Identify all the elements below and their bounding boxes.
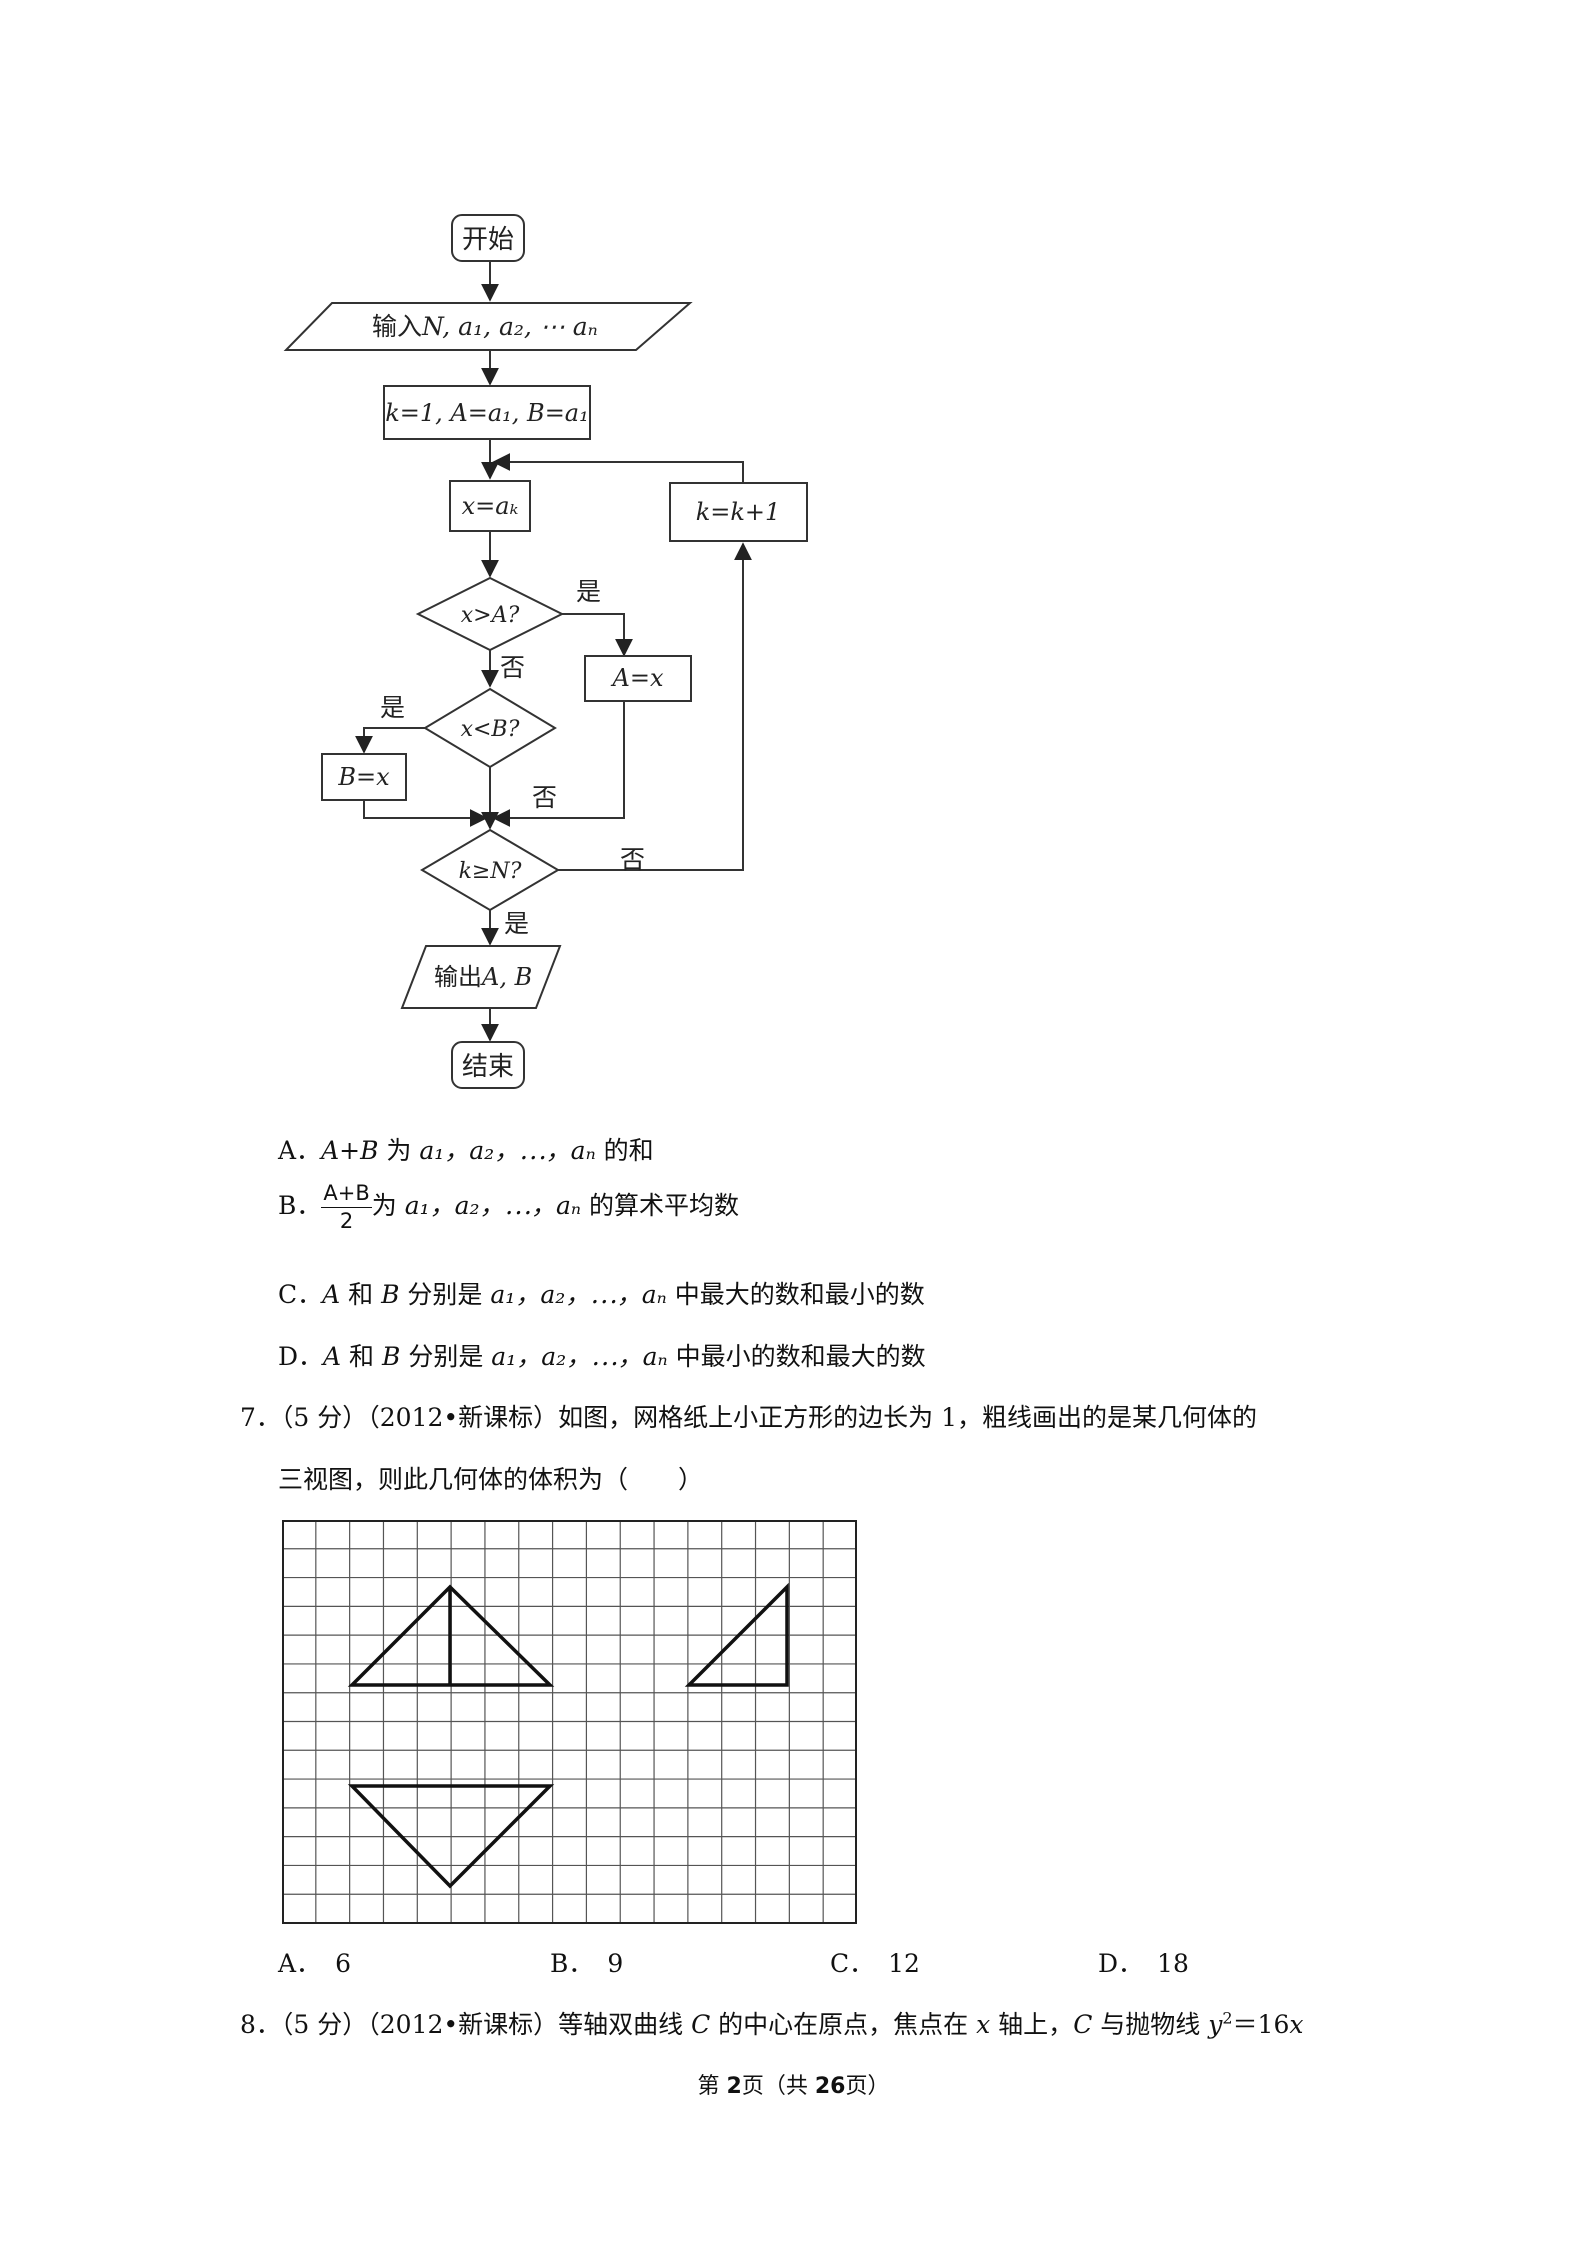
q6-option-a: A．A+B 为 a₁，a₂，⋯，aₙ 的和 <box>278 1136 654 1165</box>
side-view <box>684 1582 789 1687</box>
cond2-yes: 是 <box>380 693 405 722</box>
init-box <box>383 385 591 440</box>
assign-A-label: A=x <box>611 664 664 692</box>
end-label: 结束 <box>462 1052 514 1082</box>
increment-box <box>669 482 808 542</box>
svg-text:输出A, B: 输出A, B <box>434 963 532 991</box>
cond1-no: 否 <box>500 653 525 682</box>
q7-choice-a: A．6 <box>278 1949 351 1978</box>
input-parallelogram <box>283 302 693 351</box>
init-label: k=1, A=a₁, B=a₁ <box>385 399 588 427</box>
assign-B-box <box>321 753 407 801</box>
cond3-yes: 是 <box>504 909 529 938</box>
three-view-grid-figure <box>282 1520 857 1924</box>
q8-line1: 8．（5 分）（2012•新课标）等轴双曲线 C 的中心在原点，焦点在 x 轴上… <box>240 2008 1304 2039</box>
cond1-label: x>A? <box>461 603 520 628</box>
output-label: 输出 <box>434 963 482 991</box>
input-label: 输入 <box>372 312 422 341</box>
output-parallelogram <box>400 945 562 1009</box>
q7-choice-d: D．18 <box>1098 1949 1189 1978</box>
cond1-yes: 是 <box>576 577 601 606</box>
q7-choice-c: C．12 <box>830 1949 920 1978</box>
input-vars: N, a₁, a₂, ⋯ aₙ <box>421 312 598 341</box>
start-label: 开始 <box>462 225 514 255</box>
cond2-label: x<B? <box>461 717 520 742</box>
flowchart: 开始 输入N, a₁, a₂, ⋯ aₙ k=1, A=a₁, B=a₁ x=a… <box>283 214 808 1089</box>
cond3-label: k≥N? <box>459 859 522 884</box>
assign-x-label: x=aₖ <box>462 492 519 520</box>
q7-line2: 三视图，则此几何体的体积为（ ） <box>278 1465 704 1494</box>
cond3-no: 否 <box>620 845 645 874</box>
increment-label: k=k+1 <box>696 498 781 526</box>
page-footer: 第 2页（共 26页） <box>697 2074 890 2099</box>
start-terminal <box>451 214 525 262</box>
cond2-no: 否 <box>532 783 557 812</box>
output-vars: A, B <box>480 963 532 991</box>
assign-A-box <box>584 655 692 702</box>
q7-line1: 7．（5 分）（2012•新课标）如图，网格纸上小正方形的边长为 1，粗线画出的… <box>240 1403 1257 1432</box>
top-view <box>347 1784 555 1889</box>
q6-option-d: D．A 和 B 分别是 a₁，a₂，⋯，aₙ 中最小的数和最大的数 <box>278 1342 926 1371</box>
svg-text:输入N, a₁, a₂, ⋯ aₙ: 输入N, a₁, a₂, ⋯ aₙ <box>372 312 598 341</box>
q7-choice-b: B．9 <box>550 1949 624 1978</box>
end-terminal <box>451 1041 525 1089</box>
q6-option-c: C．A 和 B 分别是 a₁，a₂，⋯，aₙ 中最大的数和最小的数 <box>278 1280 925 1309</box>
assign-B-label: B=x <box>337 763 390 791</box>
